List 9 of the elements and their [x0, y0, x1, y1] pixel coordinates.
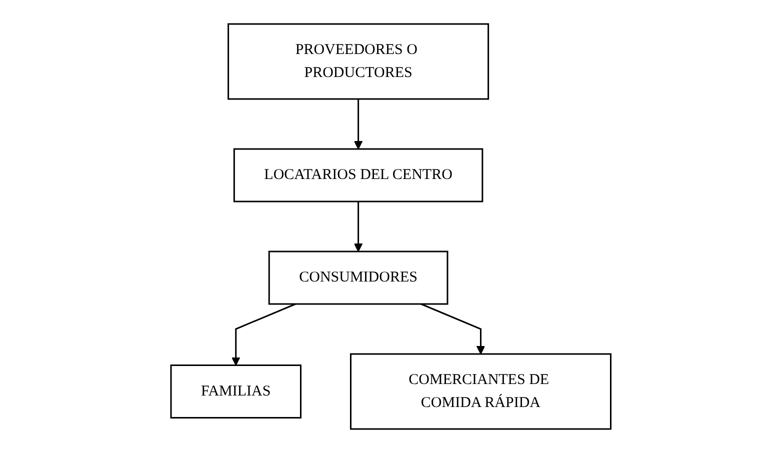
arrow	[354, 201, 362, 252]
node-box: LOCATARIOS DEL CENTRO	[233, 148, 483, 202]
node-box: CONSUMIDORES	[268, 250, 448, 304]
arrow	[231, 302, 296, 366]
node-box: COMERCIANTES DE COMIDA RÁPIDA	[350, 352, 612, 430]
node-box: PROVEEDORES O PRODUCTORES	[227, 22, 489, 100]
node-box: FAMILIAS	[170, 364, 302, 418]
arrow	[354, 98, 362, 149]
arrow	[420, 302, 485, 354]
